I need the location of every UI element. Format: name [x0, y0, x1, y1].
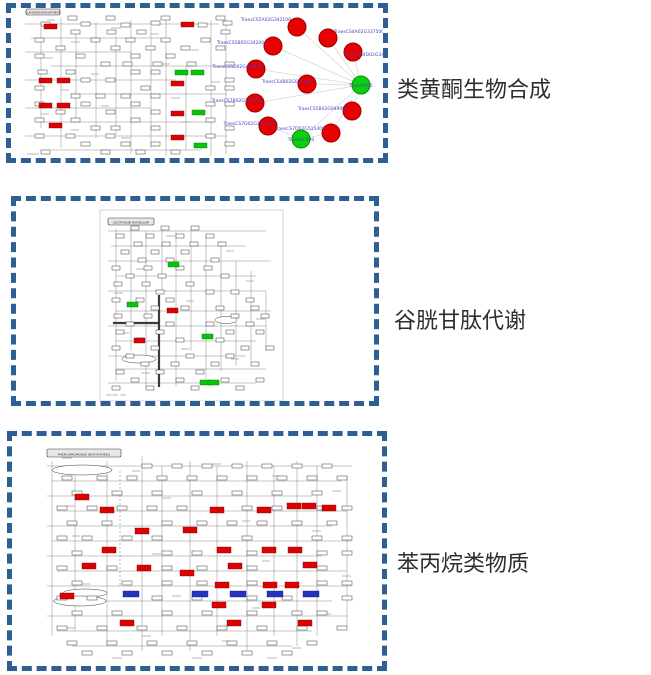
annotated-gene-box: [302, 590, 320, 598]
network-node-label: TraesCS4B02G051400: [261, 79, 312, 85]
network-node-green: [351, 75, 371, 95]
pathway-text-stubs: [62, 457, 351, 659]
pathway-enzyme-boxes: [111, 225, 275, 391]
upregulated-gene-box: [256, 506, 272, 514]
upregulated-gene-box: [180, 21, 195, 28]
panel-frame-glutathione: GLUTATHIONE METABOLISM: [11, 196, 379, 406]
upregulated-gene-box: [262, 581, 278, 589]
upregulated-gene-box: [56, 77, 71, 84]
pathway-title: FLAVONOID BIOSYNTHESIS: [26, 8, 61, 16]
flavonoid-pathway-diagram: FLAVONOID BIOSYNTHESIS TraesCS5A02G342100…: [25, 8, 383, 156]
upregulated-gene-box: [59, 592, 75, 600]
pathway-text-stubs: [27, 19, 220, 155]
label-glutathione-metabolism: 谷胱甘肽代谢: [394, 308, 527, 333]
upregulated-gene-box: [261, 601, 277, 609]
upregulated-gene-box: [170, 134, 185, 141]
upregulated-gene-box: [302, 561, 318, 569]
upregulated-gene-box: [170, 80, 185, 87]
network-node-label: TraesCS7B02G157300: [211, 98, 262, 104]
upregulated-gene-box: [261, 546, 277, 554]
downregulated-gene-box: [167, 261, 180, 268]
upregulated-gene-box: [136, 564, 152, 572]
upregulated-gene-box: [38, 77, 53, 84]
upregulated-gene-box: [56, 102, 71, 109]
upregulated-gene-box: [227, 562, 243, 570]
network-node-red: [343, 42, 363, 62]
network-node-red: [287, 17, 307, 37]
pathway-title: PHENYLPROPANOID BIOSYNTHESIS: [46, 448, 122, 458]
network-node-red: [321, 123, 341, 143]
upregulated-gene-box: [101, 546, 117, 554]
annotated-gene-box: [266, 590, 284, 598]
network-node-label: TraesCS7D02G132100: [222, 121, 274, 127]
network-nodes: [245, 17, 371, 149]
label-flavonoid-biosynthesis: 类黄酮生物合成: [397, 77, 552, 102]
pathway-title-text: FLAVONOID BIOSYNTHESIS: [26, 10, 61, 14]
upregulated-gene-box: [134, 527, 150, 535]
network-node-red: [318, 28, 338, 48]
network-node-label: TraesCS5B02G049000: [297, 106, 348, 112]
upregulated-gene-box: [43, 23, 58, 30]
upregulated-gene-box: [170, 110, 185, 117]
upregulated-gene-box: [119, 619, 135, 627]
phenylpropanoid-pathway-diagram: PHENYLPROPANOID BIOSYNTHESIS: [46, 448, 353, 659]
network-node-label: TraesCS4D02G343000: [344, 52, 383, 58]
panel-frame-flavonoid: FLAVONOID BIOSYNTHESIS TraesCS5A02G342100…: [6, 3, 388, 163]
upregulated-gene-box: [74, 493, 90, 501]
downregulated-gene-box: [207, 379, 220, 386]
pathway-title-text: GLUTATHIONE METABOLISM: [113, 220, 149, 224]
pathway-enzyme-boxes: [34, 15, 235, 155]
upregulated-gene-box: [214, 581, 230, 589]
upregulated-gene-box: [301, 502, 317, 510]
upregulated-gene-box: [99, 506, 115, 514]
upregulated-gene-box: [286, 502, 302, 510]
upregulated-gene-box: [284, 581, 300, 589]
glutathione-pathway-diagram: GLUTATHIONE METABOLISM: [99, 209, 284, 401]
network-node-label: TraesCS5D02G408100: [211, 64, 263, 70]
label-phenylpropanoids: 苯丙烷类物质: [397, 551, 530, 576]
upregulated-gene-box: [321, 504, 337, 512]
network-node-green: [291, 129, 311, 149]
upregulated-gene-box: [182, 526, 198, 534]
network-node-label: Traes5C400: [287, 137, 315, 143]
network-node-red: [297, 74, 317, 94]
upregulated-gene-box: [48, 122, 63, 129]
downregulated-gene-box: [193, 142, 208, 149]
network-node-label: TraesCS5B02G342000: [216, 40, 267, 46]
upregulated-gene-box: [226, 619, 242, 627]
network-node-labels: TraesCS5A02G342100TraesCS4A02G337500Trae…: [211, 17, 383, 143]
upregulated-gene-box: [209, 506, 225, 514]
upregulated-gene-box: [297, 619, 313, 627]
network-node-label: Traes0500: [348, 83, 372, 89]
network-node-red: [263, 36, 283, 56]
downregulated-gene-box: [174, 69, 189, 76]
upregulated-gene-box: [133, 337, 146, 344]
pathway-title-text: PHENYLPROPANOID BIOSYNTHESIS: [58, 452, 110, 456]
pathway-lines: [108, 226, 271, 387]
pathway-enzyme-boxes: [56, 463, 353, 656]
upregulated-gene-box: [179, 569, 195, 577]
downregulated-gene-box: [201, 333, 214, 340]
panel-frame-phenylpropanoid: PHENYLPROPANOID BIOSYNTHESIS: [7, 431, 387, 671]
upregulated-gene-box: [81, 562, 97, 570]
upregulated-gene-box: [216, 546, 232, 554]
upregulated-gene-box: [211, 601, 227, 609]
network-node-red: [246, 59, 266, 79]
annotated-gene-box: [229, 590, 247, 598]
downregulated-gene-box: [190, 69, 205, 76]
network-node-label: TraesCS4A02G337500: [333, 29, 383, 35]
upregulated-gene-box: [287, 546, 303, 554]
pathway-title: GLUTATHIONE METABOLISM: [107, 217, 155, 226]
upregulated-gene-box: [166, 307, 179, 314]
network-node-label: TraesCS5A02G342100: [240, 17, 291, 23]
downregulated-gene-box: [191, 109, 206, 116]
annotated-gene-box: [191, 590, 209, 598]
network-node-label: TraesCS7D02G515400: [273, 126, 325, 132]
network-node-red: [245, 93, 265, 113]
network-node-red: [258, 116, 278, 136]
upregulated-gene-box: [38, 102, 53, 109]
network-node-red: [342, 101, 362, 121]
downregulated-gene-box: [126, 301, 139, 308]
annotated-gene-box: [122, 590, 140, 598]
